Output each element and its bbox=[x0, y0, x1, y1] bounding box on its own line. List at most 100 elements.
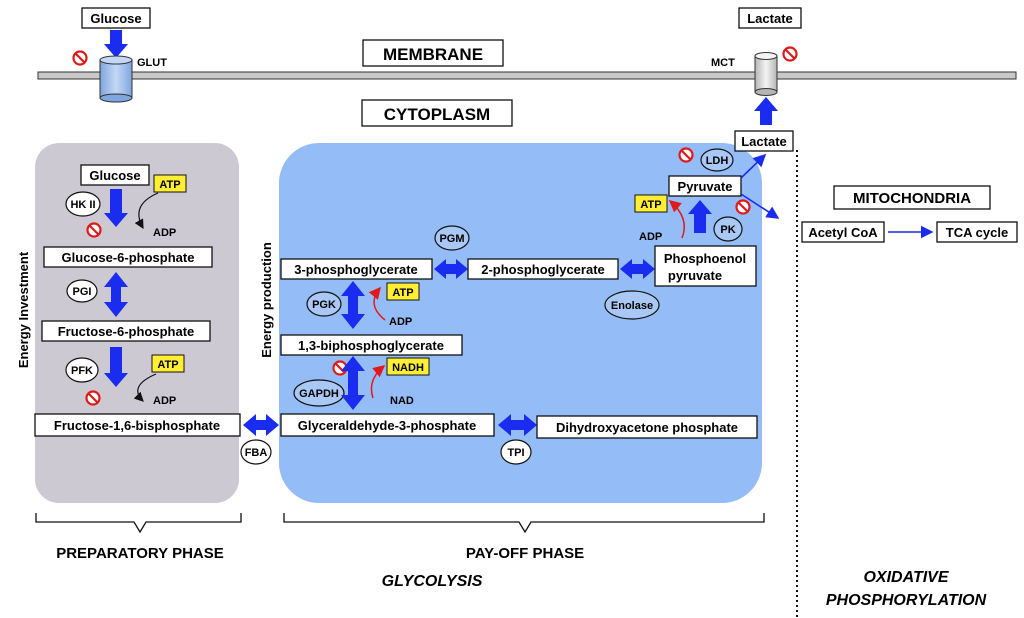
lactate-inside-box bbox=[734, 130, 794, 152]
pgi-label: PGI bbox=[73, 286, 92, 298]
pk-step-arrow bbox=[688, 200, 712, 233]
cytoplasm-label-box bbox=[361, 99, 513, 127]
pfk-enzyme-ellipse bbox=[65, 357, 99, 383]
atp-consume-arrow-1 bbox=[134, 192, 159, 230]
energy-investment-label: Energy Investment bbox=[16, 251, 31, 368]
atp-highlight-3 bbox=[386, 282, 420, 301]
tpi-label: TPI bbox=[507, 447, 524, 459]
pg3-label: 3-phosphoglycerate bbox=[294, 262, 418, 277]
pfk-step-arrow bbox=[104, 347, 128, 387]
pyruvate-to-mito-arrow bbox=[740, 193, 780, 219]
glut-label: GLUT bbox=[137, 57, 167, 69]
adp-label-2: ADP bbox=[153, 395, 176, 407]
tca-box bbox=[936, 221, 1018, 243]
payoff-phase-label: PAY-OFF PHASE bbox=[466, 545, 584, 562]
acetyl-coa-label: Acetyl CoA bbox=[808, 225, 878, 240]
inhibit-mct-icon bbox=[782, 46, 798, 62]
oxphos-label-line2: PHOSPHORYLATION bbox=[826, 592, 987, 609]
g6p-box bbox=[43, 246, 213, 268]
nadh-produce-arrow bbox=[370, 365, 386, 399]
glucose-box bbox=[80, 164, 150, 186]
membrane-bar bbox=[37, 71, 1017, 80]
adp-label-1: ADP bbox=[153, 227, 176, 239]
ldh-enzyme-ellipse bbox=[700, 148, 734, 172]
preparatory-phase-label: PREPARATORY PHASE bbox=[56, 545, 224, 562]
atp-label-2: ATP bbox=[157, 359, 178, 371]
nadh-highlight bbox=[386, 357, 430, 376]
glycolysis-label: GLYCOLYSIS bbox=[382, 573, 483, 590]
hk-step-arrow bbox=[104, 189, 128, 227]
enolase-step-arrow bbox=[620, 259, 655, 279]
atp-highlight-2 bbox=[151, 354, 185, 373]
fba-step-arrow bbox=[243, 414, 279, 436]
pg2-box bbox=[467, 258, 619, 280]
pgi-step-arrow bbox=[104, 272, 128, 317]
dhap-label: Dihydroxyacetone phosphate bbox=[556, 420, 738, 435]
atp-produce-arrow-1 bbox=[368, 286, 386, 321]
energy-production-label: Energy production bbox=[259, 242, 274, 358]
atp-label-3: ATP bbox=[392, 287, 413, 299]
inhibit-ldh-icon bbox=[678, 147, 694, 163]
pyruvate-box bbox=[668, 175, 742, 197]
hk-enzyme-ellipse bbox=[65, 191, 101, 217]
glucose-uptake-arrow bbox=[104, 30, 128, 58]
hk-label: HK II bbox=[70, 199, 95, 211]
mct-label: MCT bbox=[711, 57, 735, 69]
bpg-box bbox=[280, 334, 463, 356]
nad-label: NAD bbox=[390, 395, 414, 407]
bpg-label: 1,3-biphosphoglycerate bbox=[298, 338, 444, 353]
pgm-step-arrow bbox=[434, 259, 468, 279]
glucose-outside-box bbox=[81, 7, 151, 29]
pg3-box bbox=[280, 258, 433, 280]
tpi-step-arrow bbox=[498, 414, 537, 436]
fba-enzyme-ellipse bbox=[240, 439, 272, 465]
glucose-outside-label: Glucose bbox=[90, 11, 141, 26]
acetyl-coa-box bbox=[801, 221, 885, 243]
f16bp-label: Fructose-1,6-bisphosphate bbox=[54, 418, 220, 433]
glucose-label: Glucose bbox=[89, 168, 140, 183]
g6p-label: Glucose-6-phosphate bbox=[62, 250, 195, 265]
glut-transporter-icon bbox=[99, 55, 133, 103]
ldh-label: LDH bbox=[706, 155, 729, 167]
mito-title-box bbox=[833, 185, 991, 210]
f6p-box bbox=[41, 320, 211, 342]
g3p-box bbox=[280, 413, 495, 437]
atp-produce-arrow-2 bbox=[668, 200, 685, 239]
pep-label-line1: Phosphoenol bbox=[664, 251, 746, 266]
atp-label-1: ATP bbox=[159, 179, 180, 191]
enolase-enzyme-ellipse bbox=[604, 290, 660, 320]
payoff-bracket bbox=[283, 513, 765, 534]
lactate-outside-label: Lactate bbox=[747, 11, 793, 26]
pyruvate-to-lactate-arrow bbox=[740, 153, 767, 179]
preparatory-bracket bbox=[35, 513, 242, 534]
pk-enzyme-ellipse bbox=[713, 216, 743, 242]
f6p-label: Fructose-6-phosphate bbox=[58, 324, 195, 339]
atp-highlight-4 bbox=[634, 194, 668, 213]
inhibit-hk-icon bbox=[86, 222, 102, 238]
lactate-inside-label: Lactate bbox=[741, 134, 787, 149]
atp-highlight-1 bbox=[153, 174, 187, 193]
pgk-enzyme-ellipse bbox=[306, 291, 342, 317]
mito-title: MITOCHONDRIA bbox=[853, 190, 971, 207]
gapdh-enzyme-ellipse bbox=[293, 379, 345, 407]
pep-label-line2: pyruvate bbox=[668, 268, 722, 283]
tca-label: TCA cycle bbox=[946, 225, 1008, 240]
atp-label-4: ATP bbox=[640, 199, 661, 211]
inhibit-pfk-icon bbox=[85, 390, 101, 406]
oxphos-label-line1: OXIDATIVE bbox=[863, 569, 949, 586]
tpi-enzyme-ellipse bbox=[500, 439, 532, 465]
pfk-label: PFK bbox=[71, 365, 93, 377]
lactate-outside-box bbox=[738, 7, 802, 29]
f16bp-box bbox=[34, 413, 241, 437]
g3p-label: Glyceraldehyde-3-phosphate bbox=[298, 418, 476, 433]
pep-box bbox=[654, 245, 757, 287]
gapdh-label: GAPDH bbox=[299, 388, 339, 400]
fba-label: FBA bbox=[245, 447, 268, 459]
pgk-label: PGK bbox=[312, 299, 336, 311]
pgi-enzyme-ellipse bbox=[66, 279, 98, 303]
pyruvate-label: Pyruvate bbox=[678, 179, 733, 194]
mct-transporter-icon bbox=[754, 52, 778, 96]
pk-label: PK bbox=[720, 224, 735, 236]
pgm-enzyme-ellipse bbox=[434, 225, 470, 251]
